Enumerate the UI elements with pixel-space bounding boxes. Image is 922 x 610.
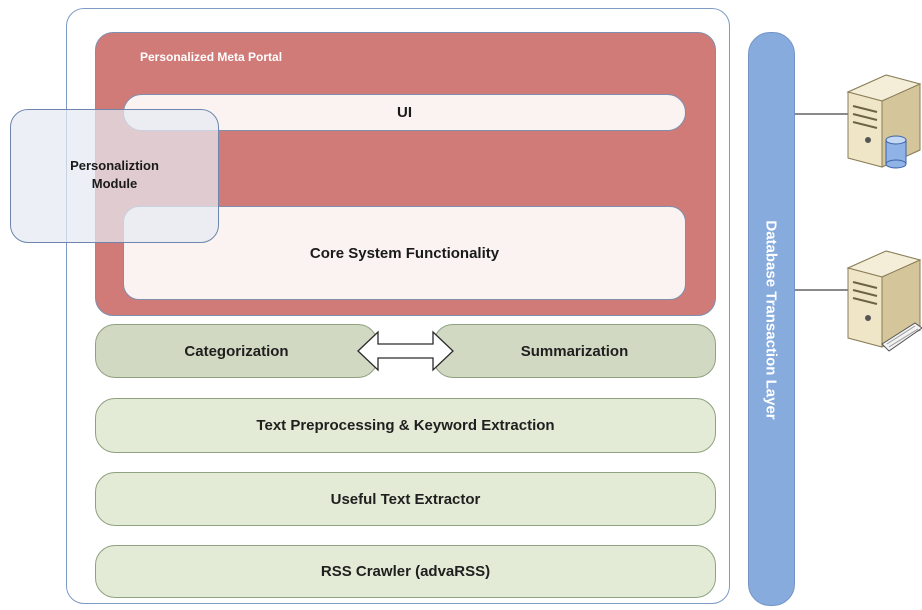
summarization-block: Summarization (433, 324, 716, 378)
portal-title: Personalized Meta Portal (140, 50, 283, 64)
text-preprocessing-label: Text Preprocessing & Keyword Extraction (256, 417, 555, 434)
rss-crawler-block: RSS Crawler (advaRSS) (95, 545, 716, 598)
categorization-label: Categorization (184, 342, 289, 360)
personalization-label-line2: Module (91, 176, 138, 191)
categorization-block: Categorization (95, 324, 378, 378)
database-transaction-layer (748, 32, 795, 606)
database-server-icon (846, 74, 922, 169)
ui-label: UI (397, 104, 412, 121)
useful-text-extractor-block: Useful Text Extractor (95, 472, 716, 526)
text-preprocessing-block: Text Preprocessing & Keyword Extraction (95, 398, 716, 453)
personalization-label-line1: Personaliztion (70, 158, 159, 173)
server-terminal-icon (846, 250, 922, 352)
personalization-module-block: Personaliztion Module (10, 109, 219, 243)
useful-text-extractor-label: Useful Text Extractor (330, 490, 481, 508)
core-system-label: Core System Functionality (309, 244, 500, 262)
double-arrow-icon (357, 330, 454, 372)
rss-crawler-label: RSS Crawler (advaRSS) (320, 563, 491, 580)
summarization-label: Summarization (520, 342, 629, 360)
